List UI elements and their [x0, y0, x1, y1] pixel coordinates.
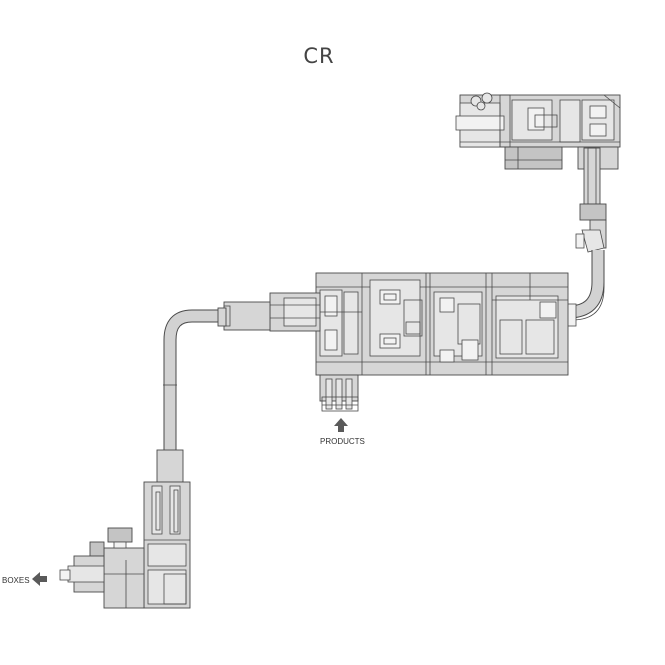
- left-curved-conveyor: [163, 307, 227, 450]
- main-machine-extension: [223, 292, 321, 332]
- top-right-module: [455, 92, 621, 170]
- products-label: PRODUCTS: [320, 437, 365, 446]
- products-infeed: [319, 374, 359, 412]
- arrow-up-icon: [334, 418, 348, 432]
- boxes-label: BOXES: [2, 576, 30, 585]
- central-main-machine: [315, 272, 569, 376]
- diagram-title: CR: [303, 44, 335, 68]
- bottom-left-machine: [59, 449, 191, 609]
- arrow-left-icon: [32, 572, 47, 586]
- right-vertical-conveyor: [561, 147, 607, 327]
